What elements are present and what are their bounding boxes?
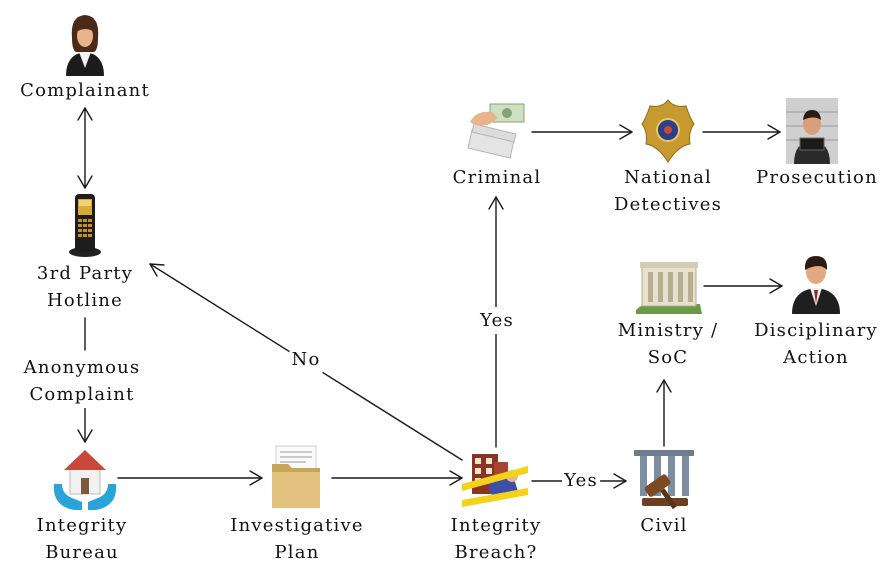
edge-civil-ministry [656,379,672,447]
edge-plan-breach [331,470,463,486]
anonymous-line2: Complaint [29,384,135,405]
node-complainant-label: Complainant [20,77,150,104]
national-detectives-line2: Detectives [613,194,723,215]
node-national-detectives-label: National Detectives [613,164,723,218]
edge-bureau-plan [117,470,263,486]
node-criminal-label: Criminal [452,164,542,191]
complainant-line1: Complainant [20,80,150,101]
investigative-plan-line2: Plan [274,542,320,563]
disciplinary-line1: Disciplinary [754,320,878,341]
mobile-phone-icon [69,194,101,257]
hotline-line2: Hotline [47,290,123,311]
prosecution-line1: Prosecution [756,167,878,188]
integrity-breach-line2: Breach? [454,542,538,563]
government-building-icon [636,262,702,314]
criminal-line1: Criminal [452,167,542,188]
integrity-bureau-line2: Bureau [45,542,119,563]
edge-label-no: No [289,346,323,373]
investigative-plan-line1: Investigative [230,515,364,536]
edge-complainant-hotline [77,107,93,189]
house-in-hands-icon [53,450,117,510]
disciplinary-line2: Action [783,347,849,368]
woman-person-icon [66,15,104,76]
ministry-line1: Ministry / [617,320,719,341]
prisoner-mugshot-icon [786,98,838,164]
integrity-bureau-line1: Integrity [36,515,128,536]
edge-label-yes-criminal: Yes [478,307,516,334]
anonymous-line1: Anonymous [23,357,141,378]
edge-detectives-prosecution [702,124,781,140]
ministry-line2: SoC [647,347,689,368]
node-ministry-soc-label: Ministry / SoC [617,317,719,371]
node-anonymous-complaint-label: Anonymous Complaint [23,354,141,408]
civil-line1: Civil [640,515,688,536]
edge-anonymous-bureau [77,407,93,443]
node-civil-label: Civil [640,512,688,539]
edge-criminal-detectives [531,124,633,140]
edge-ministry-disciplinary [703,278,783,294]
node-prosecution-label: Prosecution [756,164,878,191]
gavel-icon [634,450,694,510]
integrity-breach-line1: Integrity [450,515,542,536]
folder-icon [272,445,320,508]
businessman-icon [792,256,840,314]
crime-scene-icon [462,454,528,507]
node-hotline-label: 3rd Party Hotline [36,260,134,314]
national-detectives-line1: National [623,167,712,188]
money-hand-icon [467,103,525,159]
hotline-line1: 3rd Party [36,263,134,284]
police-badge-icon [641,99,695,163]
edge-label-yes-civil: Yes [562,467,600,494]
node-disciplinary-action-label: Disciplinary Action [754,317,878,371]
